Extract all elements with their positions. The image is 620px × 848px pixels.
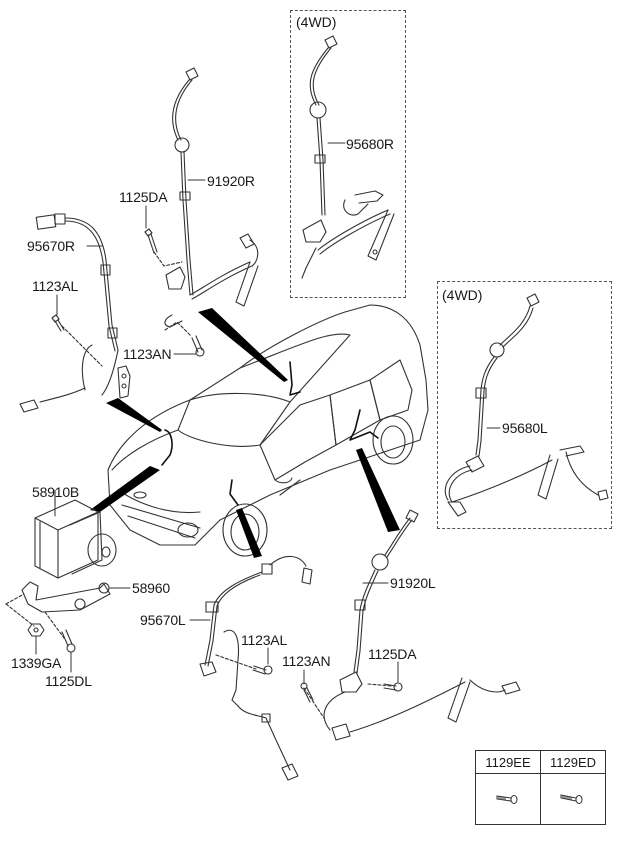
label-95680L: 95680L [502, 420, 548, 436]
bolt-1125DL [61, 629, 76, 653]
label-58960: 58960 [132, 580, 170, 596]
label-1123AN-top: 1123AN [123, 346, 172, 362]
bolt-icon [496, 794, 518, 804]
bolt-1123AL-bottom [252, 665, 273, 675]
label-95670L: 95670L [140, 612, 186, 628]
label-91920L: 91920L [390, 575, 436, 591]
vehicle-harness [161, 361, 379, 506]
bolt-1123AN-top [164, 321, 205, 357]
label-1123AL-top: 1123AL [32, 278, 79, 294]
bolt-icon [560, 793, 583, 804]
label-1125DA-top: 1125DA [119, 189, 168, 205]
legend-header-1129ED: 1129ED [540, 750, 606, 774]
bracket-58960 [5, 581, 111, 639]
bolt-legend-table: 1129EE 1129ED [475, 750, 606, 825]
bolt-1125DA-bottom [383, 682, 403, 692]
box-4wd-left [437, 281, 612, 529]
label-91920R: 91920R [207, 173, 255, 189]
box-4wd-right-title: (4WD) [296, 14, 337, 30]
sensor-95670L [199, 555, 313, 781]
label-1125DA-bottom: 1125DA [368, 646, 417, 662]
leader-lines [35, 142, 501, 685]
box-4wd-right [290, 10, 406, 298]
box-4wd-left-title: (4WD) [442, 287, 483, 303]
legend-header-1129EE: 1129EE [475, 750, 541, 774]
label-58910B: 58910B [32, 484, 80, 500]
sensor-95670R [19, 213, 131, 413]
nut-1339GA [27, 623, 45, 637]
sensor-91920L [303, 509, 521, 741]
label-1125DL: 1125DL [45, 673, 92, 689]
hecu-58910B [34, 489, 117, 579]
bolt-1123AL-top [51, 314, 65, 332]
sensor-95680L [444, 293, 609, 517]
vehicle-outline [107, 304, 429, 557]
sensor-95680R [301, 35, 395, 279]
legend-cell-1129ED [540, 773, 606, 825]
label-1123AL-bottom: 1123AL [241, 632, 288, 648]
label-1123AN-bottom: 1123AN [282, 653, 331, 669]
legend-cell-1129EE [475, 773, 541, 825]
label-1339GA: 1339GA [11, 655, 62, 671]
sensor-91920R [164, 67, 259, 328]
callout-wedges [90, 308, 400, 558]
label-95680R: 95680R [346, 136, 394, 152]
label-95670R: 95670R [27, 238, 75, 254]
bolt-1125DA-top [144, 228, 183, 267]
